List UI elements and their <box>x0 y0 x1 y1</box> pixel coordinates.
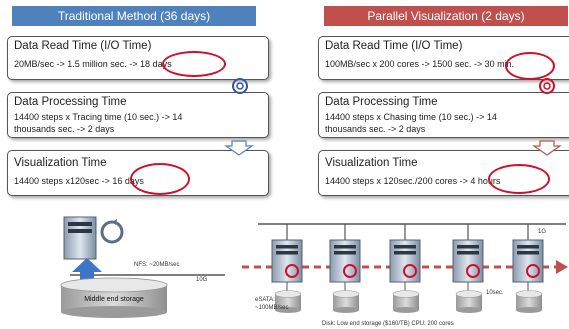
disk-icon <box>516 294 542 310</box>
cycle-icon <box>285 264 299 278</box>
left-vis-highlight <box>130 163 190 195</box>
nfs-label: NFS: ~20MB/sec <box>134 262 180 268</box>
cycle-icon <box>466 264 480 278</box>
left-proc-box: Data Processing Time 14400 steps x Traci… <box>7 92 269 138</box>
cluster-node <box>452 239 484 313</box>
right-proc-detail-2: thousands sec. -> 2 days <box>325 124 426 134</box>
right-proc-title: Data Processing Time <box>325 96 438 108</box>
right-vis-title: Visualization Time <box>325 157 418 169</box>
tengig-label: 10sec. <box>486 290 504 296</box>
cycle-icon <box>343 264 357 278</box>
left-vis-detail: 14400 steps x120sec -> 16 days <box>14 176 144 186</box>
left-vis-title: Visualization Time <box>14 157 107 169</box>
left-read-detail: 20MB/sec -> 1.5 million sec. -> 18 days <box>14 59 172 69</box>
cluster-node <box>512 239 544 313</box>
disk-icon <box>275 294 301 310</box>
cycle-icon <box>539 78 555 94</box>
down-arrow-icon <box>532 140 562 156</box>
storage-label: Middle end storage <box>84 296 144 303</box>
disk-icon <box>456 294 482 310</box>
down-arrow-icon <box>224 140 254 156</box>
esata-label-2: ~100MB/sec <box>255 305 289 311</box>
right-read-title: Data Read Time (I/O Time) <box>325 40 463 52</box>
left-proc-detail-2: thousands sec. -> 2 days <box>14 124 115 134</box>
left-read-title: Data Read Time (I/O Time) <box>14 40 152 52</box>
disk-icon <box>393 294 419 310</box>
left-read-highlight <box>162 51 226 77</box>
left-header: Traditional Method (36 days) <box>12 6 256 26</box>
esata-label-1: eSATA: <box>255 297 275 303</box>
left-net-label: 10G <box>196 277 208 283</box>
disk-label: Disk: Low end storage ($160/TB) CPU: 200… <box>322 321 454 327</box>
cluster-node <box>389 239 421 313</box>
cycle-icon <box>100 219 124 244</box>
right-vis-highlight <box>488 164 550 194</box>
right-proc-detail-1: 14400 steps x Chasing time (10 sec.) -> … <box>325 112 497 122</box>
left-proc-title: Data Processing Time <box>14 96 127 108</box>
cycle-icon <box>403 264 417 278</box>
right-net-label: 1G <box>538 229 547 235</box>
cluster-node <box>329 239 361 313</box>
middle-storage-cylinder <box>60 277 168 318</box>
right-read-highlight <box>505 52 555 80</box>
right-read-detail: 100MB/sec x 200 cores -> 1500 sec. -> 30… <box>325 59 515 69</box>
disk-icon <box>333 294 359 310</box>
cycle-icon <box>232 78 248 94</box>
left-proc-detail-1: 14400 steps x Tracing time (10 sec.) -> … <box>14 112 183 122</box>
right-header: Parallel Visualization (2 days) <box>324 6 568 26</box>
right-proc-box: Data Processing Time 14400 steps x Chasi… <box>318 92 569 138</box>
cluster-node <box>271 239 303 313</box>
right-vis-detail: 14400 steps x 120sec./200 cores -> 4 hou… <box>325 176 501 186</box>
cycle-icon <box>526 264 540 278</box>
left-read-box: Data Read Time (I/O Time) 20MB/sec -> 1.… <box>7 36 269 80</box>
